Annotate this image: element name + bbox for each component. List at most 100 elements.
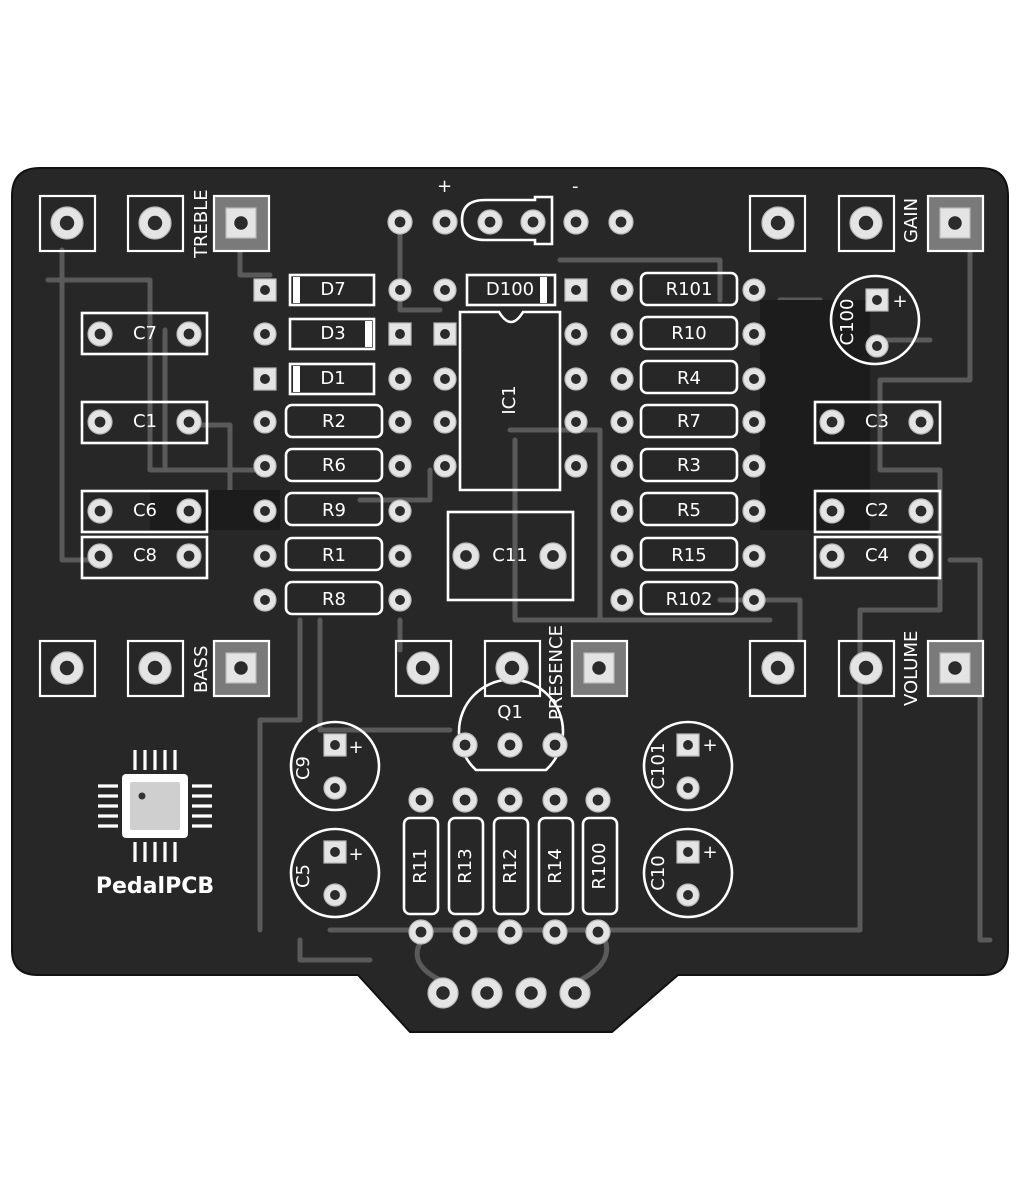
r4-label: R4 [677,368,701,389]
q1-label: Q1 [497,702,523,723]
r101-label: R101 [666,279,713,300]
pot-outline [837,194,896,253]
r3-outline [639,447,739,483]
r13-label: R13 [455,848,476,883]
c101-label: C101 [648,743,669,790]
bass-label: BASS [191,645,212,693]
r8-outline [284,580,384,616]
c9-label: C9 [293,756,314,780]
vertical-resistor-outline [402,816,440,916]
c6-label: C6 [133,500,157,521]
electrolytic-capacitors [289,274,921,919]
c2-outline [813,489,942,534]
pot-outline [837,639,896,698]
pot-outline [483,639,542,698]
power-plus-label: + [437,176,452,197]
ic1-label: IC1 [499,385,520,414]
c4-outline [813,535,942,580]
c10-outline [642,827,734,919]
r2-label: R2 [322,411,346,432]
polarity-plus-mark: + [702,842,717,863]
polarity-plus-mark: + [702,735,717,756]
r102-label: R102 [666,589,713,610]
r11-label: R11 [410,848,431,883]
r2-outline [284,403,384,439]
r9-label: R9 [322,500,346,521]
potentiometer-footprints [38,194,985,698]
power-minus-label: - [572,176,579,197]
c5-outline [289,827,381,919]
pot-outline [748,639,807,698]
vertical-resistor-outline [492,816,530,916]
c4-label: C4 [865,545,889,566]
presence-label: PRESENCE [546,625,567,720]
c3-label: C3 [865,411,889,432]
r6-outline [284,447,384,483]
r102-outline [639,580,739,616]
r4-outline [639,359,739,395]
d3-outline [288,317,376,351]
r14-label: R14 [545,848,566,883]
pot-outline [126,639,185,698]
vertical-resistor-outline [447,816,485,916]
c9-outline [289,720,381,812]
r8-label: R8 [322,589,346,610]
component-outlines [80,271,942,916]
c3-outline [813,400,942,445]
pot-outline [748,194,807,253]
chip-icon [98,750,212,862]
power-connector: + - [437,176,579,246]
c7-label: C7 [133,323,157,344]
pedalpcb-logo: PedalPCB [96,750,214,899]
volume-label: VOLUME [901,631,922,706]
c11-label: C11 [492,545,527,566]
r100-label: R100 [589,843,610,890]
polarity-plus-mark: + [892,291,907,312]
c10-label: C10 [648,855,669,890]
d1-outline [288,362,376,396]
r101-outline [639,271,739,307]
r12-label: R12 [500,848,521,883]
r7-label: R7 [677,411,701,432]
pot-outline [38,194,97,253]
c11-footprint: C11 [446,510,575,602]
r1-label: R1 [322,545,346,566]
gain-label: GAIN [901,198,922,243]
polarity-plus-mark: + [348,737,363,758]
r9-outline [284,491,384,527]
d3-label: D3 [320,323,345,344]
treble-label: TREBLE [191,189,212,259]
r1-outline [284,536,384,572]
r10-label: R10 [671,323,706,344]
vertical-resistor-outline [537,816,575,916]
r15-label: R15 [671,545,706,566]
c7-outline [80,311,209,356]
c1-label: C1 [133,411,157,432]
silkscreen-labels: D7D3D1D100R2R6R9R1R8R101R10R4R7R3R5R15R1… [133,279,908,891]
d1-label: D1 [320,368,345,389]
c1-outline [80,400,209,445]
c8-label: C8 [133,545,157,566]
d100-label: D100 [486,279,534,300]
solder-pads [50,206,971,1009]
r3-label: R3 [677,455,701,476]
c6-outline [80,489,209,534]
r6-label: R6 [322,455,346,476]
pot-outline [38,639,97,698]
vertical-resistor-outline [581,816,619,916]
d100-outline [465,273,557,307]
pot-outline [126,194,185,253]
c2-label: C2 [865,500,889,521]
polarity-plus-mark: + [348,844,363,865]
d7-label: D7 [320,279,345,300]
c100-label: C100 [837,299,858,346]
r15-outline [639,536,739,572]
ic1-footprint: IC1 [458,310,562,492]
c5-label: C5 [293,864,314,888]
r10-outline [639,315,739,351]
r7-outline [639,403,739,439]
c8-outline [80,535,209,580]
d7-outline [288,273,376,307]
c101-outline [642,720,734,812]
